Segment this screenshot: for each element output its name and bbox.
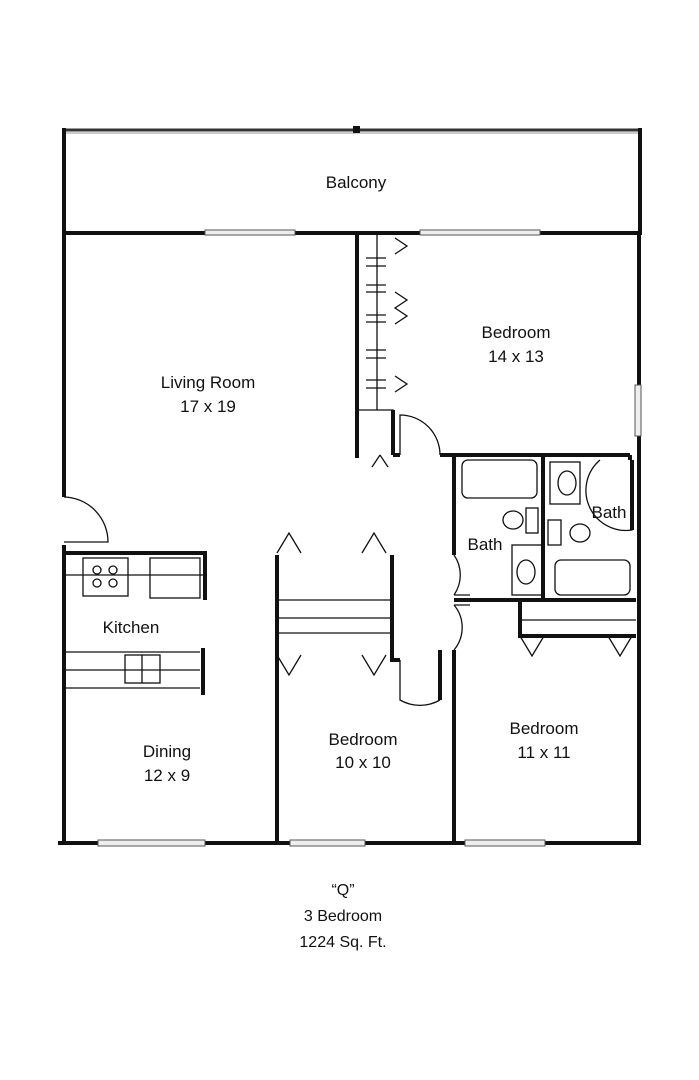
bedroom-count: 3 Bedroom	[304, 908, 382, 925]
room-label-bath-2: Bath	[592, 503, 627, 522]
room-label-dining: Dining	[143, 742, 191, 761]
room-label-living-room: Living Room	[161, 373, 256, 392]
room-size-bedroom-3: 11 x 11	[517, 743, 570, 762]
square-footage: 1224 Sq. Ft.	[299, 934, 386, 951]
room-label-bath-1: Bath	[468, 535, 503, 554]
room-label-bedroom-2: Bedroom	[329, 730, 398, 749]
walls	[58, 229, 642, 847]
room-label-kitchen: Kitchen	[103, 618, 160, 637]
room-label-balcony: Balcony	[326, 173, 387, 192]
room-size-living-room: 17 x 19	[180, 397, 236, 416]
room-size-bedroom-1: 14 x 13	[488, 347, 544, 366]
room-label-bedroom-3: Bedroom	[510, 719, 579, 738]
unit-name: “Q”	[331, 882, 354, 899]
balcony	[62, 126, 642, 235]
room-label-bedroom-1: Bedroom	[482, 323, 551, 342]
room-size-bedroom-2: 10 x 10	[335, 753, 391, 772]
room-size-dining: 12 x 9	[144, 766, 190, 785]
